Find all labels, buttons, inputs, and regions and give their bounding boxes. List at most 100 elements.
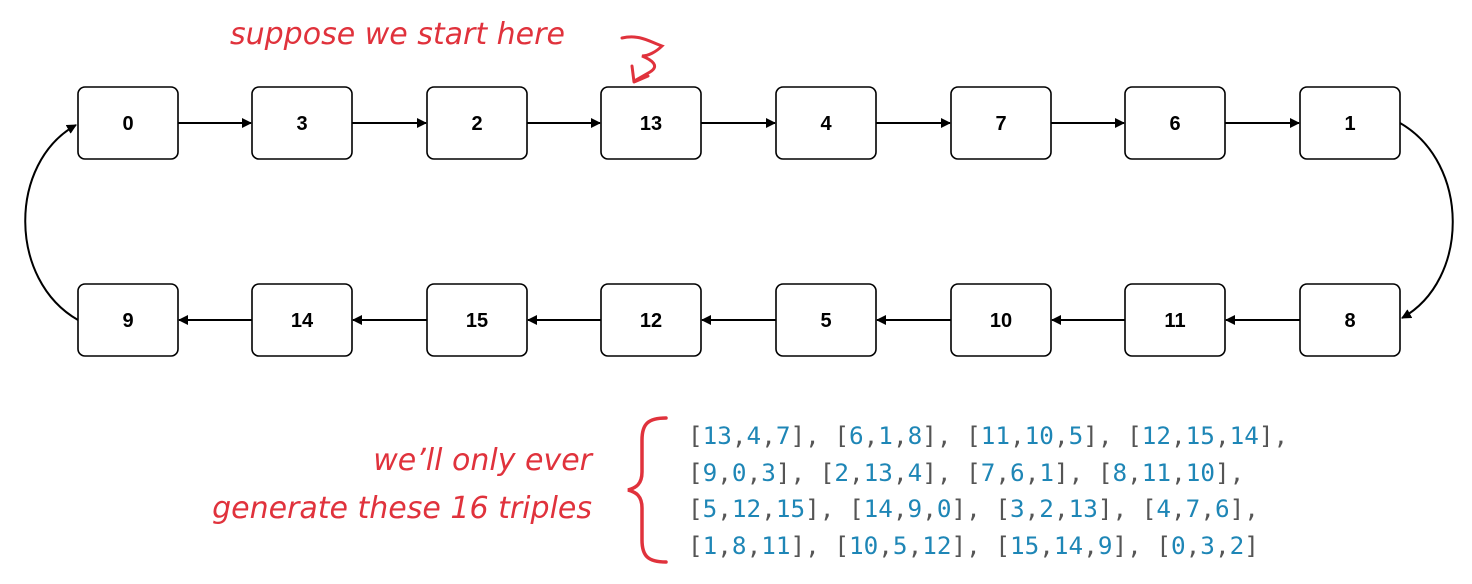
bracket-close: ] <box>805 494 820 523</box>
triple-number: 15 <box>775 494 806 523</box>
arrow-curve-right <box>1399 122 1454 319</box>
triple-number: 4 <box>1156 494 1172 523</box>
node-label: 1 <box>1344 113 1355 135</box>
comma: , <box>1200 494 1215 523</box>
bracket-open: [ <box>688 457 703 487</box>
node-label: 10 <box>990 310 1012 332</box>
node-box <box>1299 283 1401 357</box>
bracket-open: [ <box>688 421 703 450</box>
separator: , <box>790 457 820 487</box>
node-label: 7 <box>995 113 1006 135</box>
triple-number: 2 <box>834 457 850 487</box>
separator: , <box>1273 421 1303 450</box>
comma: , <box>761 494 776 523</box>
node-box <box>600 283 702 357</box>
comma: , <box>1127 457 1142 487</box>
comma: , <box>717 530 732 560</box>
triple-number: 2 <box>1039 494 1054 523</box>
node-label: 13 <box>640 113 662 135</box>
triple-number: 3 <box>1010 494 1025 523</box>
bottom_row-node: 5 <box>775 283 877 357</box>
triples-row: [13,4,7], [6,1,8], [11,10,5], [12,15,14]… <box>688 418 1303 455</box>
triple-number: 15 <box>1010 530 1040 560</box>
bracket-close: ] <box>1244 530 1259 560</box>
separator: , <box>1068 457 1098 487</box>
triples-row: [5,12,15], [14,9,0], [3,2,13], [4,7,6], <box>688 491 1303 528</box>
triple-number: 14 <box>1053 530 1084 560</box>
triple-number: 5 <box>702 494 718 523</box>
top_row-node: 2 <box>426 86 528 160</box>
start-annotation: suppose we start here <box>230 17 565 52</box>
node-box <box>77 86 179 160</box>
top_row-node: 4 <box>775 86 877 160</box>
bracket-open: [ <box>688 530 703 560</box>
comma: , <box>892 494 908 523</box>
top_row-node: 7 <box>950 86 1052 160</box>
separator: , <box>1229 457 1259 487</box>
bracket-close: ] <box>922 421 937 450</box>
triple-number: 10 <box>1185 457 1215 487</box>
comma: , <box>849 457 864 487</box>
node-label: 5 <box>820 310 831 332</box>
triple-number: 7 <box>775 421 791 450</box>
comma: , <box>1083 530 1098 560</box>
node-label: 11 <box>1164 310 1185 332</box>
bracket-open: [ <box>1141 494 1157 523</box>
node-label: 14 <box>291 310 314 332</box>
triple-number: 10 <box>849 530 879 560</box>
bottom_row-node: 8 <box>1299 283 1401 357</box>
top_row-node: 13 <box>600 86 702 160</box>
comma: , <box>1053 421 1069 450</box>
bottom_row-node: 9 <box>77 283 179 357</box>
triple-number: 6 <box>1010 457 1025 487</box>
bracket-close: ] <box>790 421 806 450</box>
triple-number: 7 <box>1185 494 1201 523</box>
comma: , <box>1024 494 1040 523</box>
comma: , <box>1010 421 1025 450</box>
triples-annotation-line1: we’ll only ever <box>373 443 593 478</box>
triple-number: 8 <box>731 530 747 560</box>
bracket-open: [ <box>834 421 850 450</box>
comma: , <box>1185 530 1201 560</box>
separator: , <box>1244 494 1274 523</box>
triple-number: 13 <box>863 457 893 487</box>
start-pointer-arrowhead-icon <box>630 64 650 84</box>
triple-number: 0 <box>1171 530 1186 560</box>
bracket-open: [ <box>1156 530 1172 560</box>
bracket-open: [ <box>834 530 850 560</box>
bracket-open: [ <box>688 494 703 523</box>
comma: , <box>1053 494 1069 523</box>
node-box <box>77 283 179 357</box>
bracket-close: ] <box>951 494 967 523</box>
comma: , <box>1214 421 1230 450</box>
triple-number: 11 <box>980 421 1011 450</box>
bracket-close: ] <box>1229 494 1245 523</box>
bracket-close: ] <box>1112 530 1128 560</box>
node-box <box>426 86 528 160</box>
triple-number: 4 <box>746 421 762 450</box>
node-box <box>1124 283 1226 357</box>
separator: , <box>1097 421 1128 450</box>
bracket-open: [ <box>849 494 864 523</box>
comma: , <box>1171 457 1186 487</box>
triple-number: 1 <box>702 530 718 560</box>
triple-number: 8 <box>907 421 923 450</box>
node-label: 4 <box>820 113 832 135</box>
triples-list: [13,4,7], [6,1,8], [11,10,5], [12,15,14]… <box>688 418 1303 564</box>
triple-number: 11 <box>761 530 791 560</box>
separator: , <box>1112 494 1142 523</box>
node-label: 8 <box>1344 310 1355 332</box>
comma: , <box>878 530 893 560</box>
triple-number: 12 <box>922 530 952 560</box>
node-label: 12 <box>640 310 662 332</box>
comma: , <box>717 494 732 523</box>
bottom_row-node: 15 <box>426 283 528 357</box>
triples-row: [1,8,11], [10,5,12], [15,14,9], [0,3,2] <box>688 528 1303 565</box>
triple-number: 6 <box>1214 494 1230 523</box>
node-box <box>1124 86 1226 160</box>
separator: , <box>819 494 849 523</box>
node-box <box>426 283 528 357</box>
triple-number: 9 <box>907 494 923 523</box>
bracket-open: [ <box>966 421 981 450</box>
